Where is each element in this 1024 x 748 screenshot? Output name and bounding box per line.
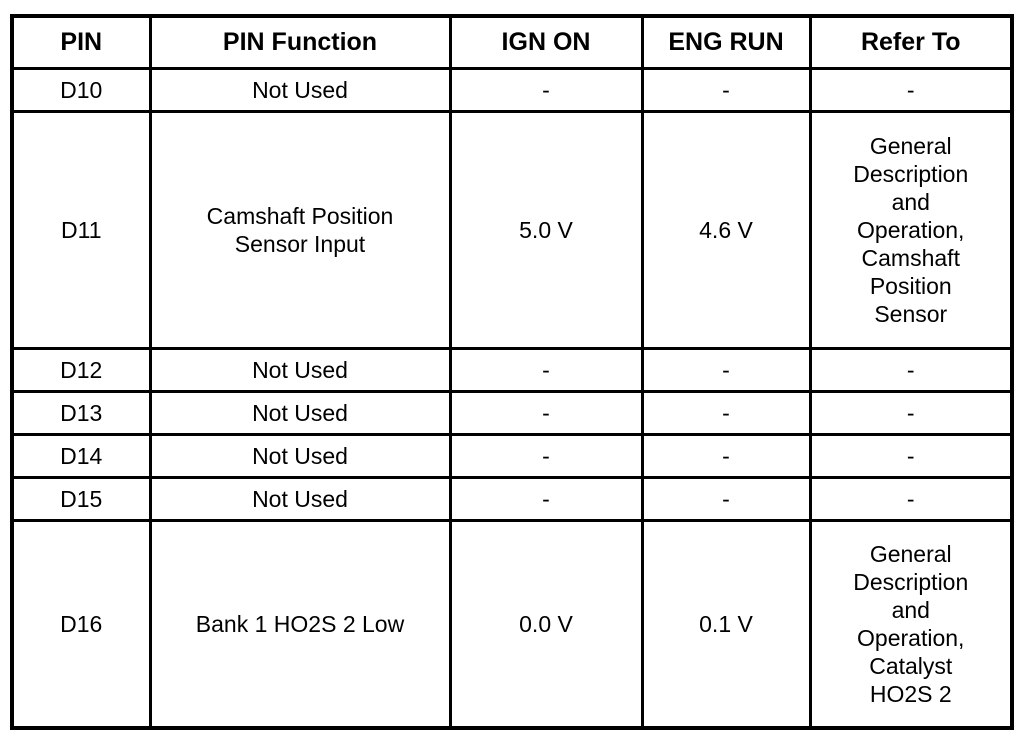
cell-ign-on: - bbox=[448, 347, 644, 393]
cell-pin-function: Camshaft Position Sensor Input bbox=[148, 110, 452, 350]
column-header-pin-function: PIN Function bbox=[148, 14, 452, 70]
cell-ign-on: - bbox=[448, 433, 644, 479]
cell-pin: D13 bbox=[10, 390, 152, 436]
table-row: D15 Not Used - - - bbox=[10, 476, 1014, 522]
table-header: PIN PIN Function IGN ON ENG RUN Refer To bbox=[10, 14, 1014, 70]
pin-assignment-table: PIN PIN Function IGN ON ENG RUN Refer To… bbox=[10, 14, 1014, 730]
column-header-pin: PIN bbox=[10, 14, 152, 70]
cell-ign-on: - bbox=[448, 390, 644, 436]
cell-eng-run: - bbox=[640, 67, 812, 113]
cell-pin: D10 bbox=[10, 67, 152, 113]
cell-refer-to: - bbox=[808, 433, 1014, 479]
cell-ign-on: 5.0 V bbox=[448, 110, 644, 350]
table-row: D10 Not Used - - - bbox=[10, 67, 1014, 113]
cell-refer-to: - bbox=[808, 67, 1014, 113]
table-row: D16 Bank 1 HO2S 2 Low 0.0 V 0.1 V Genera… bbox=[10, 519, 1014, 730]
column-header-refer-to: Refer To bbox=[808, 14, 1014, 70]
cell-eng-run: - bbox=[640, 433, 812, 479]
table-body: D10 Not Used - - - D11 Camshaft Position… bbox=[10, 67, 1014, 730]
cell-eng-run: - bbox=[640, 347, 812, 393]
cell-pin-function: Not Used bbox=[148, 347, 452, 393]
cell-pin: D12 bbox=[10, 347, 152, 393]
cell-pin: D16 bbox=[10, 519, 152, 730]
cell-pin-function: Bank 1 HO2S 2 Low bbox=[148, 519, 452, 730]
cell-eng-run: 4.6 V bbox=[640, 110, 812, 350]
cell-refer-to: - bbox=[808, 347, 1014, 393]
cell-pin: D11 bbox=[10, 110, 152, 350]
cell-refer-to: - bbox=[808, 390, 1014, 436]
cell-refer-to: - bbox=[808, 476, 1014, 522]
cell-refer-to: General Description and Operation, Camsh… bbox=[808, 110, 1014, 350]
cell-pin-function: Not Used bbox=[148, 67, 452, 113]
column-header-eng-run: ENG RUN bbox=[640, 14, 812, 70]
cell-ign-on: 0.0 V bbox=[448, 519, 644, 730]
cell-pin-function: Not Used bbox=[148, 390, 452, 436]
table-row: D11 Camshaft Position Sensor Input 5.0 V… bbox=[10, 110, 1014, 350]
cell-eng-run: - bbox=[640, 390, 812, 436]
cell-ign-on: - bbox=[448, 67, 644, 113]
table-row: D12 Not Used - - - bbox=[10, 347, 1014, 393]
table-header-row: PIN PIN Function IGN ON ENG RUN Refer To bbox=[10, 14, 1014, 70]
cell-pin-function: Not Used bbox=[148, 476, 452, 522]
cell-eng-run: 0.1 V bbox=[640, 519, 812, 730]
cell-pin: D14 bbox=[10, 433, 152, 479]
table-row: D14 Not Used - - - bbox=[10, 433, 1014, 479]
cell-pin: D15 bbox=[10, 476, 152, 522]
column-header-ign-on: IGN ON bbox=[448, 14, 644, 70]
cell-eng-run: - bbox=[640, 476, 812, 522]
cell-pin-function: Not Used bbox=[148, 433, 452, 479]
table-row: D13 Not Used - - - bbox=[10, 390, 1014, 436]
cell-ign-on: - bbox=[448, 476, 644, 522]
cell-refer-to: General Description and Operation, Catal… bbox=[808, 519, 1014, 730]
